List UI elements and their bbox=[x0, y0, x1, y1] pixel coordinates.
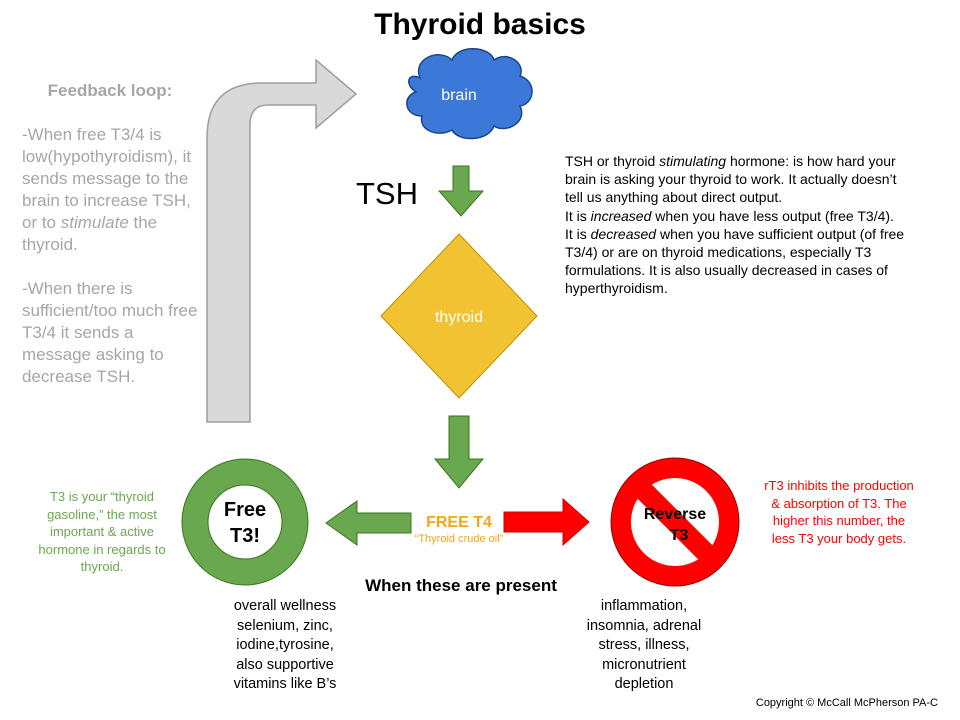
free-t3-label-line1: Free bbox=[224, 499, 266, 521]
reverse-t3-prohibition-icon bbox=[610, 457, 740, 587]
brain-label: brain bbox=[441, 87, 477, 104]
free-t4-label: FREE T4 bbox=[426, 514, 492, 531]
feedback-loop-text: Feedback loop: -When free T3/4 is low(hy… bbox=[22, 80, 198, 410]
reverse-t3-label-line2: T3 bbox=[670, 527, 689, 544]
supportive-line: also supportive bbox=[236, 656, 334, 673]
t3-note: T3 is your “thyroid gasoline,” the most … bbox=[38, 489, 166, 574]
copyright: Copyright © McCall McPherson PA-C bbox=[755, 697, 938, 709]
when-present-label: When these are present bbox=[365, 576, 557, 595]
supportive-line: vitamins like B’s bbox=[233, 676, 337, 693]
supportive-list: overall wellness selenium, zinc, iodine,… bbox=[212, 597, 358, 695]
free-t3-ring bbox=[181, 458, 309, 586]
tsh-desc-p2-a: It is bbox=[565, 207, 591, 224]
free-t4-sub: “Thyroid crude oil” bbox=[414, 533, 504, 545]
tsh-desc-p2-em: increased bbox=[590, 207, 652, 224]
depletion-line: depletion bbox=[614, 676, 674, 693]
tsh-desc-p2: It is increased when you have less outpu… bbox=[565, 207, 905, 225]
supportive-line: iodine,tyrosine, bbox=[236, 637, 334, 654]
rt3-note: rT3 inhibits the production & absorption… bbox=[764, 478, 914, 546]
feedback-para-low: -When free T3/4 is low(hypothyroidism), … bbox=[22, 124, 198, 256]
brain-cloud bbox=[406, 48, 533, 140]
tsh-desc-p3-em: decreased bbox=[590, 225, 657, 242]
depletion-line: insomnia, adrenal bbox=[586, 617, 702, 634]
free-t3-label-line2: T3! bbox=[230, 525, 260, 547]
thyroid-diamond bbox=[380, 233, 538, 399]
tsh-desc-p3: It is decreased when you have sufficient… bbox=[565, 225, 905, 298]
supportive-line: overall wellness bbox=[233, 598, 337, 614]
tsh-down-arrow bbox=[437, 165, 485, 217]
depletion-list: inflammation, insomnia, adrenal stress, … bbox=[570, 597, 718, 695]
tsh-desc-p1-em: stimulating bbox=[659, 153, 727, 169]
depletion-line: stress, illness, bbox=[598, 637, 690, 654]
tsh-label: TSH bbox=[356, 176, 418, 211]
tsh-desc-p1-a: TSH or thyroid bbox=[565, 153, 660, 169]
feedback-loop-arrow bbox=[206, 58, 358, 423]
page-title: Thyroid basics bbox=[374, 8, 586, 41]
thyroid-down-arrow bbox=[433, 415, 485, 489]
feedback-para-low-b: the thyroid. bbox=[22, 213, 158, 254]
to-reverse-t3-arrow bbox=[503, 497, 590, 547]
depletion-line: micronutrient bbox=[602, 656, 686, 673]
tsh-description: TSH or thyroid stimulating hormone: is h… bbox=[565, 152, 905, 298]
tsh-desc-p1-b: hormone: is how hard your brain is askin… bbox=[565, 153, 897, 206]
to-free-t3-arrow bbox=[325, 500, 412, 546]
tsh-desc-p1: TSH or thyroid stimulating hormone: is h… bbox=[565, 152, 905, 207]
tsh-desc-p2-b: when you have less output (free T3/4). bbox=[651, 207, 894, 224]
supportive-line: selenium, zinc, bbox=[237, 617, 333, 634]
feedback-para-low-a: -When free T3/4 is low(hypothyroidism), … bbox=[22, 125, 192, 232]
tsh-desc-p3-a: It is bbox=[565, 225, 591, 242]
feedback-heading: Feedback loop: bbox=[47, 81, 173, 100]
feedback-para-low-em: stimulate bbox=[60, 213, 129, 232]
feedback-para-high: -When there is sufficient/too much free … bbox=[22, 279, 198, 386]
thyroid-label: thyroid bbox=[435, 309, 483, 326]
free-t4-node: FREE T4 “Thyroid crude oil” bbox=[404, 514, 514, 546]
tsh-desc-p3-b: when you have sufficient output (of free… bbox=[565, 225, 905, 297]
reverse-t3-label-line1: Reverse bbox=[644, 506, 706, 523]
depletion-line: inflammation, bbox=[600, 598, 688, 614]
